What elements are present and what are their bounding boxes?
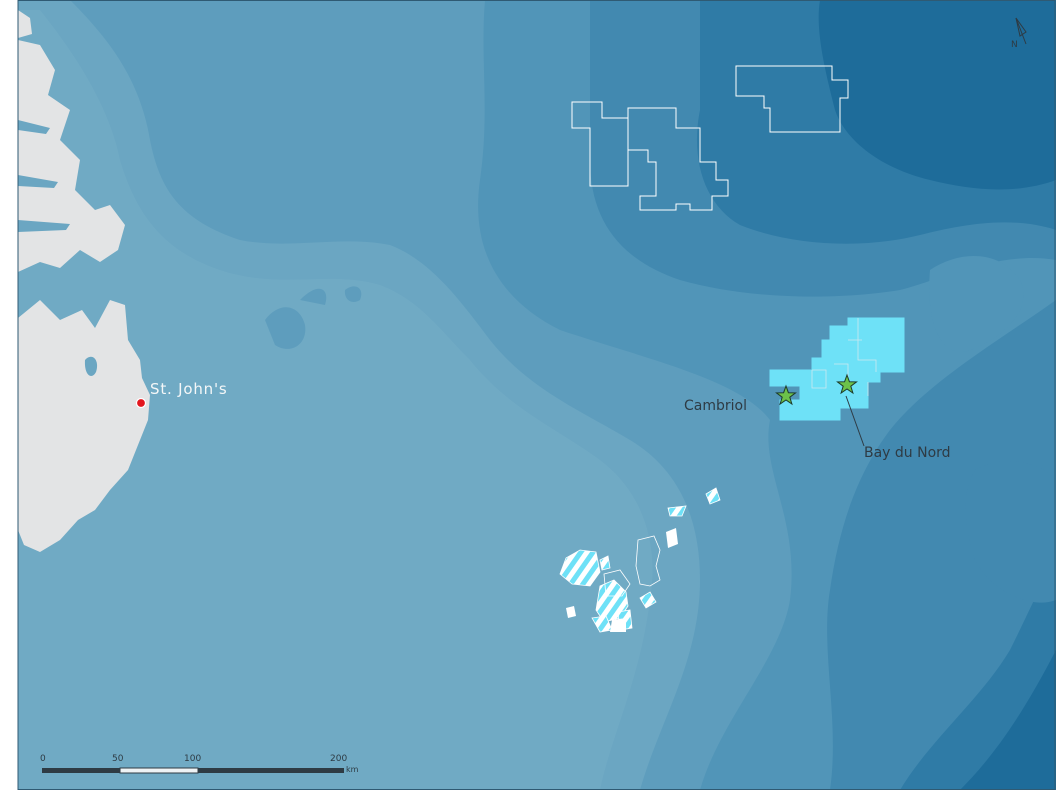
avalon-peninsula bbox=[18, 300, 150, 552]
bay-du-nord-label: Bay du Nord bbox=[864, 445, 951, 461]
map-left-margin bbox=[0, 0, 18, 790]
sea-depth-zone bbox=[965, 461, 1056, 603]
bay-inlet bbox=[84, 356, 98, 376]
hatched-licence[interactable] bbox=[667, 487, 721, 517]
st-johns-marker[interactable] bbox=[135, 397, 147, 409]
scale-tick-0: 0 bbox=[40, 754, 46, 764]
shelf-inner-zone bbox=[0, 10, 653, 790]
bay-du-nord-star-icon[interactable] bbox=[836, 373, 858, 395]
north-arrow-icon bbox=[1015, 17, 1027, 45]
cambriol-star-icon[interactable] bbox=[775, 384, 797, 406]
coast-inlet bbox=[18, 120, 70, 232]
licence-outline bbox=[603, 535, 661, 597]
scale-tick-200: 200 bbox=[330, 754, 348, 764]
newfoundland-mainland bbox=[18, 40, 125, 272]
scale-bar bbox=[42, 767, 344, 774]
hatched-licence[interactable] bbox=[599, 555, 657, 609]
scale-unit: km bbox=[346, 765, 359, 774]
st-johns-label: St. John's bbox=[150, 380, 228, 398]
sea-depth-zone bbox=[818, 0, 1056, 190]
bank-shape bbox=[265, 286, 362, 349]
licence-outline bbox=[735, 65, 849, 133]
scale-tick-100: 100 bbox=[184, 754, 202, 764]
sea-depth-zone bbox=[960, 650, 1056, 790]
land-fragment bbox=[18, 10, 32, 38]
north-arrow-label: N bbox=[1011, 40, 1018, 50]
cambriol-label: Cambriol bbox=[684, 398, 747, 414]
hatched-licence[interactable] bbox=[559, 549, 601, 587]
licence-outline bbox=[627, 118, 648, 151]
scale-tick-50: 50 bbox=[112, 754, 124, 764]
licence-internal-boundary bbox=[811, 318, 877, 396]
licence-fragment[interactable] bbox=[872, 372, 880, 382]
sea-depth-zone bbox=[929, 256, 1024, 352]
bay-du-nord-leader-line bbox=[845, 395, 865, 447]
